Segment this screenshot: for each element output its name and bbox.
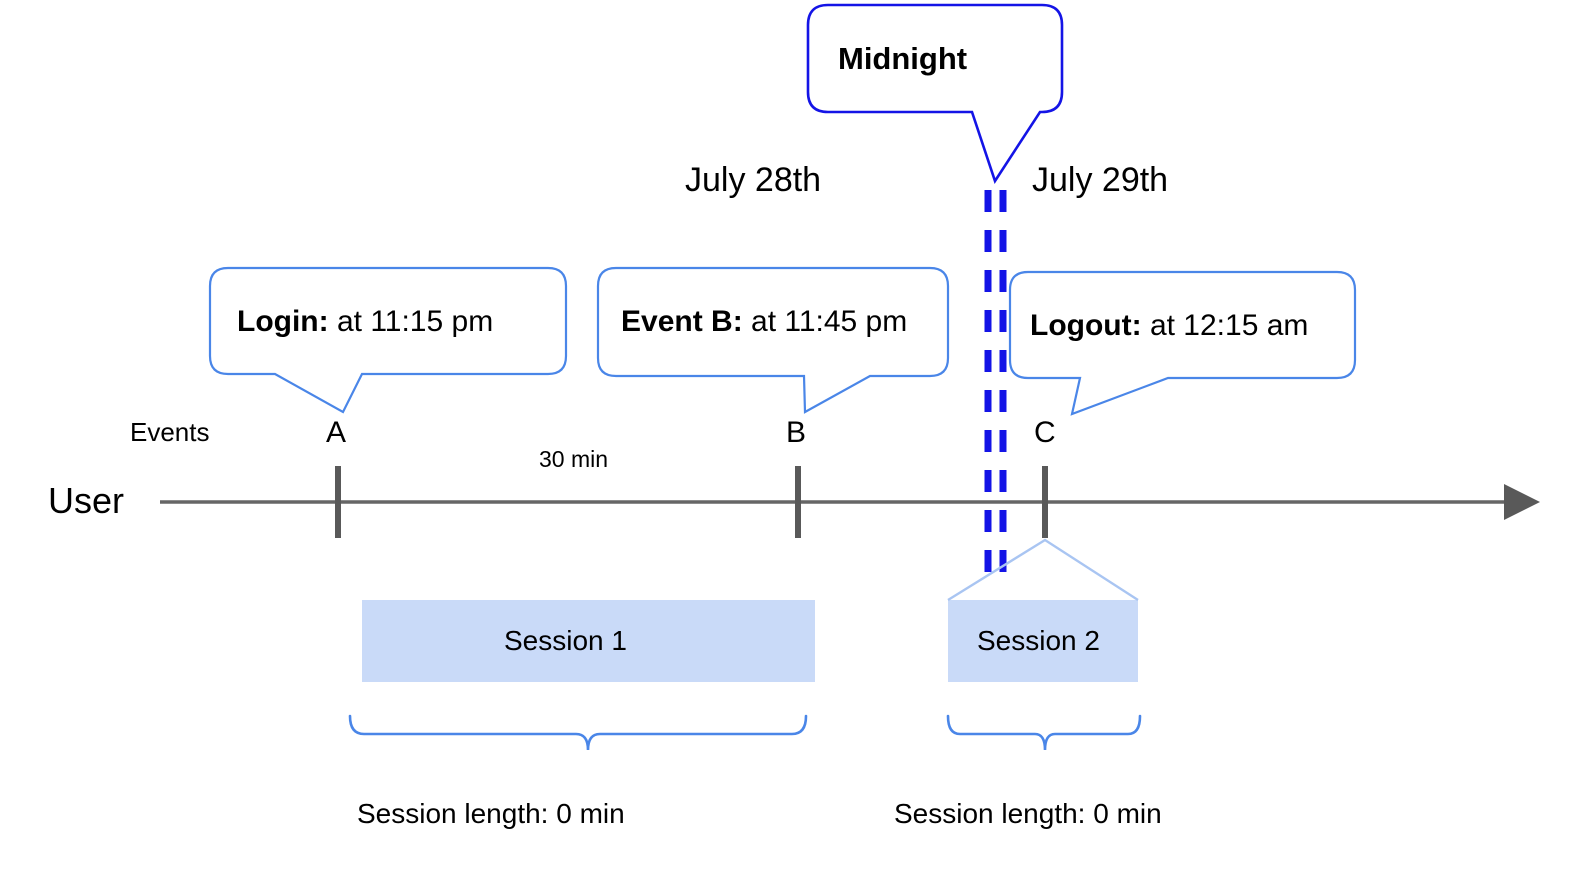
user-row-label: User [48, 480, 125, 521]
gap-duration-label: 30 min [539, 446, 609, 472]
midnight-divider [984, 190, 1007, 590]
session-1-length-label: Session length: 0 min [357, 798, 625, 829]
date-label-july-29: July 29th [1032, 161, 1169, 199]
login-callout-bold: Login: [237, 305, 329, 338]
session-1-brace [348, 714, 808, 751]
event-b-callout-bold: Event B: [621, 305, 743, 338]
event-letter-a: A [326, 416, 347, 449]
event-b-callout-shape [596, 266, 950, 414]
date-label-july-28: July 28th [685, 161, 822, 199]
event-letter-b: B [786, 416, 807, 449]
event-b-callout [596, 266, 950, 414]
midnight-callout-shape [806, 3, 1064, 184]
login-callout-rest: at 11:15 pm [328, 305, 494, 338]
midnight-callout [806, 3, 1064, 184]
midnight-label: Midnight [838, 41, 968, 76]
logout-callout-rest: at 12:15 am [1141, 309, 1309, 342]
logout-callout-shape [1008, 270, 1357, 416]
event-b-callout-text: Event B: at 11:45 pm [621, 307, 907, 337]
timeline-axis-arrowhead [1504, 484, 1540, 520]
timeline-axis [160, 484, 1540, 520]
event-ticks [335, 466, 1048, 538]
login-callout-text: Login: at 11:15 pm [237, 307, 493, 337]
session-1-box [362, 600, 815, 682]
logout-callout [1008, 270, 1357, 416]
session-2-box [948, 600, 1138, 682]
logout-callout-bold: Logout: [1030, 309, 1142, 342]
login-callout-shape [208, 266, 568, 414]
session-2-peak-connector [947, 538, 1139, 602]
logout-callout-text: Logout: at 12:15 am [1030, 311, 1308, 341]
event-letter-c: C [1034, 416, 1056, 449]
event-b-callout-rest: at 11:45 pm [742, 305, 908, 338]
session-2-brace [946, 714, 1142, 751]
session-2-length-label: Session length: 0 min [894, 798, 1162, 829]
login-callout [208, 266, 568, 414]
session-1-label: Session 1 [504, 625, 627, 656]
session-2-label: Session 2 [977, 625, 1100, 656]
events-row-label: Events [130, 417, 210, 447]
